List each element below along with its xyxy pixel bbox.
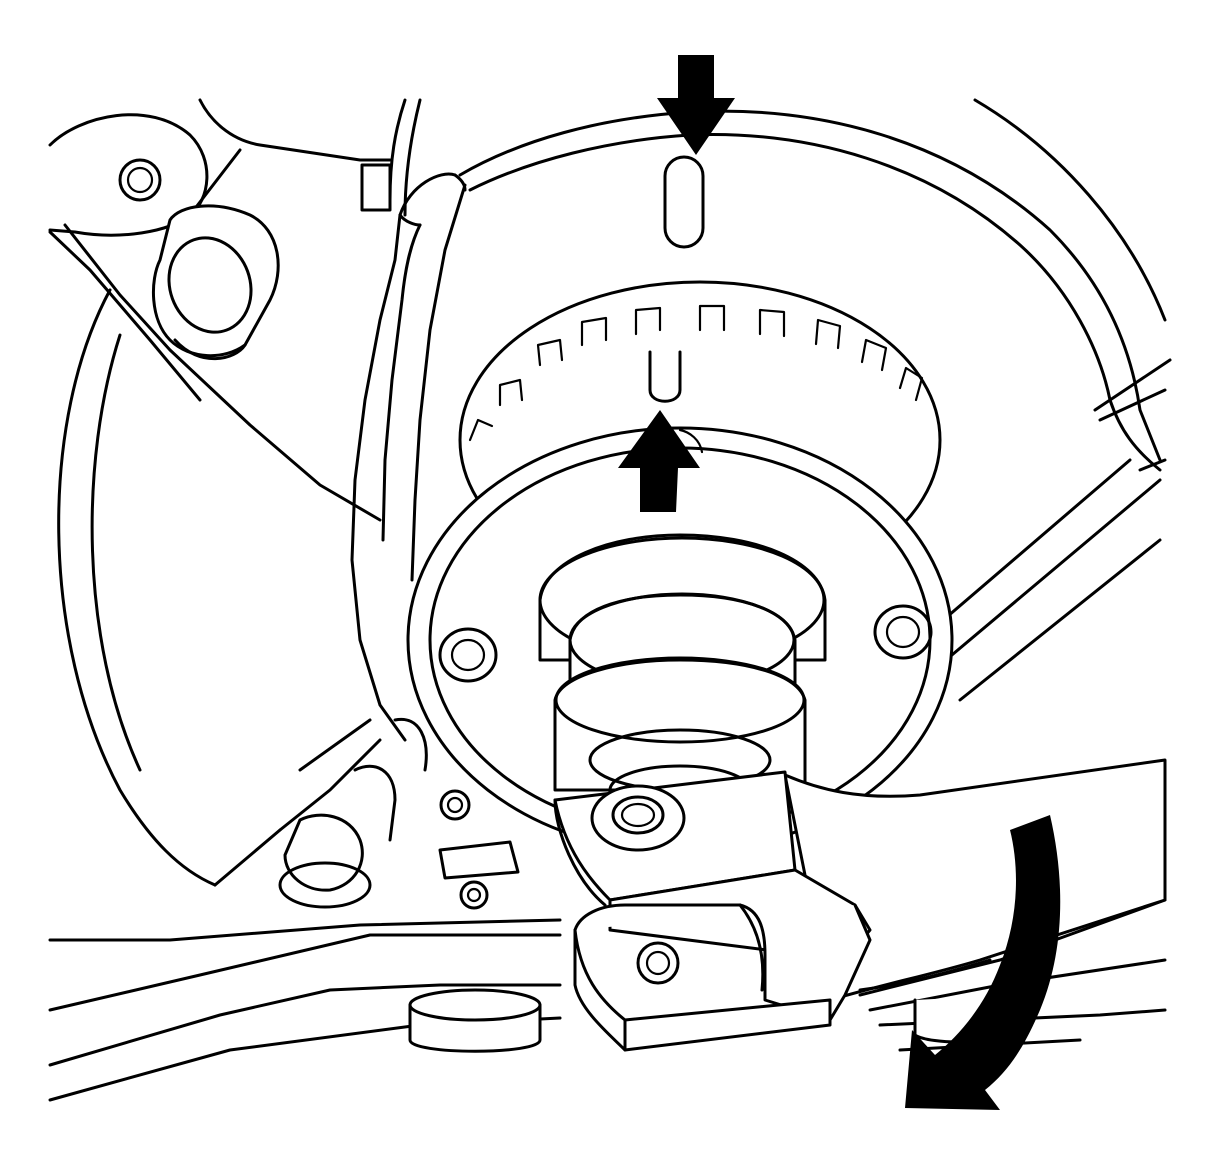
lower-small-hole xyxy=(439,789,471,821)
hub-bolt-hole-left xyxy=(438,627,498,683)
sprocket-teeth xyxy=(468,304,924,442)
curved-arrow-clockwise-icon xyxy=(905,815,1061,1110)
left-housing xyxy=(48,98,392,887)
guide-rail xyxy=(350,98,467,742)
lower-center-hole xyxy=(459,880,489,910)
arrow-down-icon xyxy=(657,55,735,155)
timing-cover xyxy=(458,98,1172,702)
upper-left-bolt-hole xyxy=(118,158,162,202)
camshaft-hub xyxy=(538,533,827,816)
lower-left-boss xyxy=(213,717,428,909)
arrow-up-icon xyxy=(618,410,700,512)
hub-bolt-hole-right xyxy=(873,604,933,660)
lower-tab xyxy=(438,840,520,880)
base-rail xyxy=(48,898,1167,1102)
cover-timing-slot xyxy=(663,155,705,249)
lower-cylinder xyxy=(408,988,542,1053)
upper-left-boss xyxy=(151,204,280,361)
holding-wrench xyxy=(553,758,1167,1052)
